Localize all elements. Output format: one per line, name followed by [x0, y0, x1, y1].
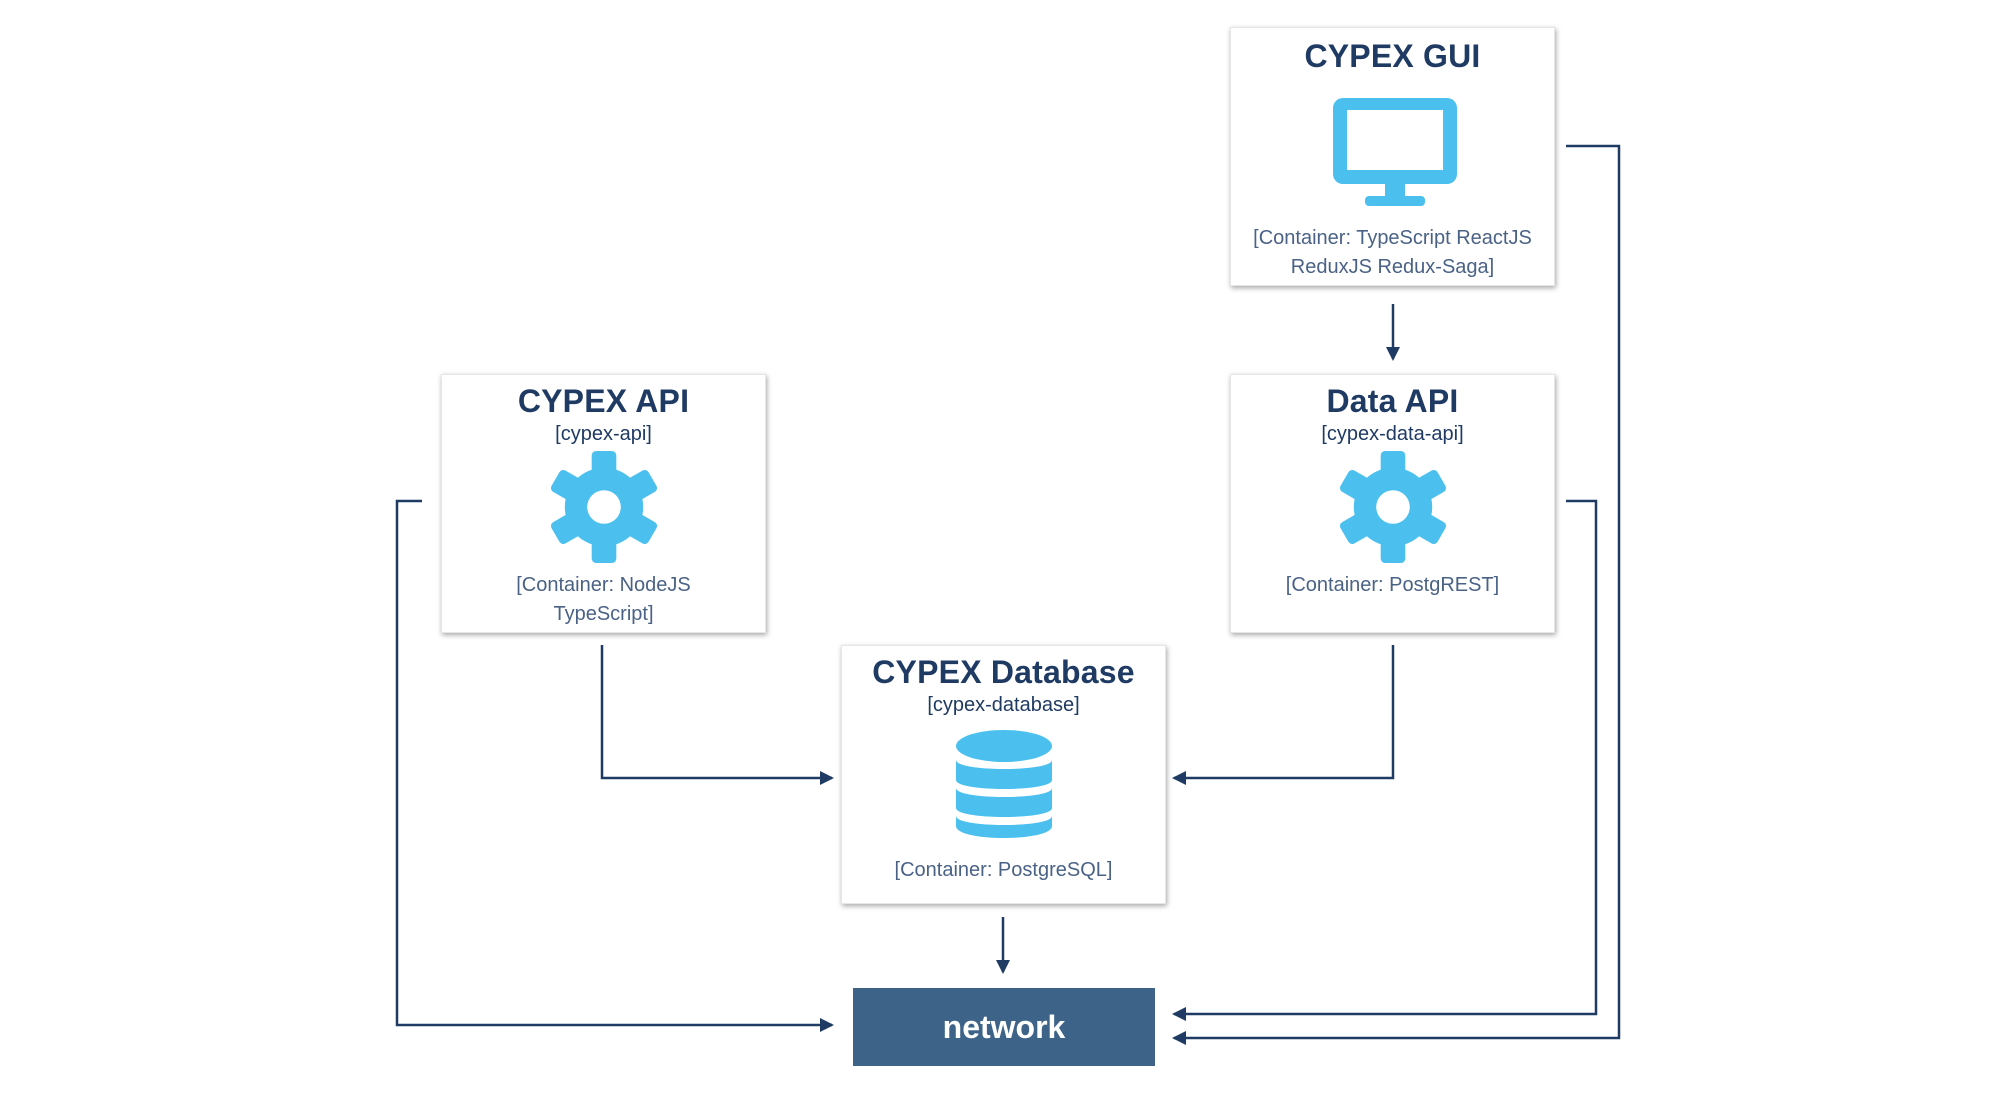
node-description: [Container: PostgREST]	[1285, 574, 1500, 596]
node-title: CYPEX GUI	[1304, 38, 1481, 74]
node-tag: [cypex-database]	[927, 694, 1080, 716]
arrow-cypex-api-to-database	[600, 645, 834, 785]
node-data-api[interactable]: Data API [cypex-data-api] [Container: Po…	[1230, 374, 1555, 633]
node-cypex-api[interactable]: CYPEX API [cypex-api] [Container: NodeJS…	[441, 374, 766, 633]
node-tag: [cypex-api]	[555, 423, 652, 445]
node-description: [Container: NodeJS TypeScript]	[516, 574, 691, 625]
node-network[interactable]: network	[853, 988, 1155, 1066]
gear-icon	[550, 451, 657, 563]
node-title: CYPEX Database	[872, 654, 1135, 690]
node-title: Data API	[1326, 383, 1459, 419]
node-tag: [cypex-data-api]	[1321, 423, 1464, 445]
node-description: [Container: PostgreSQL]	[894, 859, 1113, 881]
node-cypex-gui[interactable]: CYPEX GUI [Container: TypeScript ReactJS…	[1230, 27, 1555, 286]
node-title: CYPEX API	[517, 383, 690, 419]
node-cypex-database[interactable]: CYPEX Database [cypex-database] [Contain…	[841, 645, 1166, 904]
node-description: [Container: TypeScript ReactJS ReduxJS R…	[1253, 227, 1532, 278]
arrow-data-api-to-database	[1172, 645, 1395, 785]
gear-icon	[1339, 451, 1446, 563]
database-icon	[955, 730, 1052, 838]
monitor-icon	[1332, 98, 1457, 206]
